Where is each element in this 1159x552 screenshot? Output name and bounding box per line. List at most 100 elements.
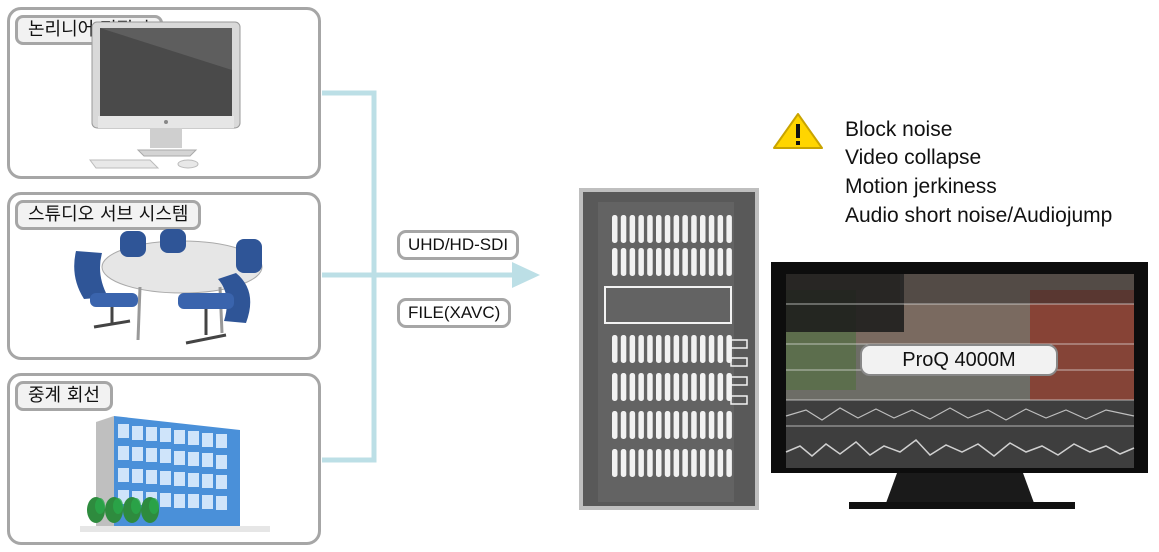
vent-slot xyxy=(691,335,697,363)
issue-block-noise: Block noise xyxy=(845,118,953,141)
vent-slot xyxy=(708,215,715,243)
vent-slot xyxy=(656,449,662,477)
vent-slot xyxy=(682,215,688,243)
vent-slot xyxy=(673,373,680,401)
vent-slot xyxy=(673,215,680,243)
source-label-studio: 스튜디오 서브 시스템 xyxy=(15,200,202,230)
vent-slot xyxy=(726,215,732,243)
vent-slot xyxy=(612,248,618,276)
vent-slot xyxy=(717,248,724,276)
interface-label-file: FILE(XAVC) xyxy=(397,298,512,328)
vent-slot xyxy=(629,248,636,276)
vent-slot xyxy=(612,411,618,439)
vent-slot xyxy=(620,411,627,439)
vent-slot xyxy=(647,215,653,243)
vent-slot xyxy=(691,248,697,276)
vent-slot xyxy=(638,373,644,401)
vent-slot xyxy=(682,248,688,276)
vent-slot xyxy=(664,373,671,401)
source-label-remote: 중계 회선 xyxy=(15,381,113,411)
vent-slot xyxy=(673,411,680,439)
vent-slot xyxy=(708,411,715,439)
vent-slot xyxy=(673,335,680,363)
vent-slot xyxy=(691,373,697,401)
vent-slot xyxy=(612,449,618,477)
vent-slot xyxy=(700,411,706,439)
vent-slot xyxy=(708,449,715,477)
vent-slot xyxy=(717,335,724,363)
issue-video-collapse: Video collapse xyxy=(845,146,982,169)
vent-slot xyxy=(629,335,636,363)
vent-slot xyxy=(647,373,653,401)
interface-label-sdi: UHD/HD-SDI xyxy=(397,230,520,260)
vent-slot xyxy=(647,449,653,477)
vent-slot xyxy=(638,335,644,363)
vent-slot xyxy=(700,215,706,243)
desktop-computer-icon xyxy=(89,21,241,169)
vent-slot xyxy=(708,373,715,401)
vent-slot xyxy=(629,411,636,439)
vent-slot xyxy=(700,335,706,363)
arrow-head-icon xyxy=(512,262,540,288)
vent-slot xyxy=(664,449,671,477)
vent-slot xyxy=(664,248,671,276)
vent-slot xyxy=(691,215,697,243)
vent-slot xyxy=(629,215,636,243)
vent-slot xyxy=(647,248,653,276)
vent-slot xyxy=(620,248,627,276)
vent-slot xyxy=(620,373,627,401)
vent-slot xyxy=(726,248,732,276)
vent-slot xyxy=(612,215,618,243)
vent-slot xyxy=(656,411,662,439)
vent-slot xyxy=(629,373,636,401)
vent-slot xyxy=(673,449,680,477)
vent-slot xyxy=(682,335,688,363)
vent-slot xyxy=(664,411,671,439)
vent-slot xyxy=(656,248,662,276)
vent-slot xyxy=(700,248,706,276)
vent-slot xyxy=(638,215,644,243)
source-box-remote: 중계 회선 xyxy=(7,373,321,545)
vent-slot xyxy=(620,335,627,363)
vent-slot xyxy=(656,373,662,401)
vent-slot xyxy=(647,411,653,439)
vent-slot xyxy=(682,411,688,439)
vent-slot xyxy=(638,449,644,477)
vent-slot xyxy=(664,335,671,363)
vent-slot xyxy=(638,411,644,439)
vent-slot xyxy=(708,248,715,276)
vent-slot xyxy=(620,449,627,477)
vent-slot xyxy=(717,449,724,477)
vent-slot xyxy=(673,248,680,276)
vent-slot xyxy=(664,215,671,243)
vent-slot xyxy=(629,449,636,477)
vent-slot xyxy=(656,215,662,243)
vent-slot xyxy=(682,449,688,477)
vent-slot xyxy=(656,335,662,363)
vent-slot xyxy=(638,248,644,276)
vent-slot xyxy=(620,215,627,243)
vent-slot xyxy=(612,335,618,363)
vent-slot xyxy=(647,335,653,363)
vent-slot xyxy=(717,373,724,401)
issue-motion-jerkiness: Motion jerkiness xyxy=(845,175,997,198)
vent-slot xyxy=(726,411,732,439)
vent-slot xyxy=(700,373,706,401)
vent-slot xyxy=(691,449,697,477)
vent-slot xyxy=(708,335,715,363)
meeting-room-icon xyxy=(74,229,263,345)
office-building-icon xyxy=(80,416,270,532)
source-box-editor: 논리니어 편집기 xyxy=(7,7,321,179)
issue-audio-noise: Audio short noise/Audiojump xyxy=(845,204,1113,227)
vent-slot xyxy=(726,449,732,477)
vent-slot xyxy=(717,215,724,243)
vent-slot xyxy=(682,373,688,401)
vent-slot xyxy=(717,411,724,439)
vent-slot xyxy=(700,449,706,477)
vent-slot xyxy=(691,411,697,439)
monitor-label: ProQ 4000M xyxy=(860,344,1058,376)
